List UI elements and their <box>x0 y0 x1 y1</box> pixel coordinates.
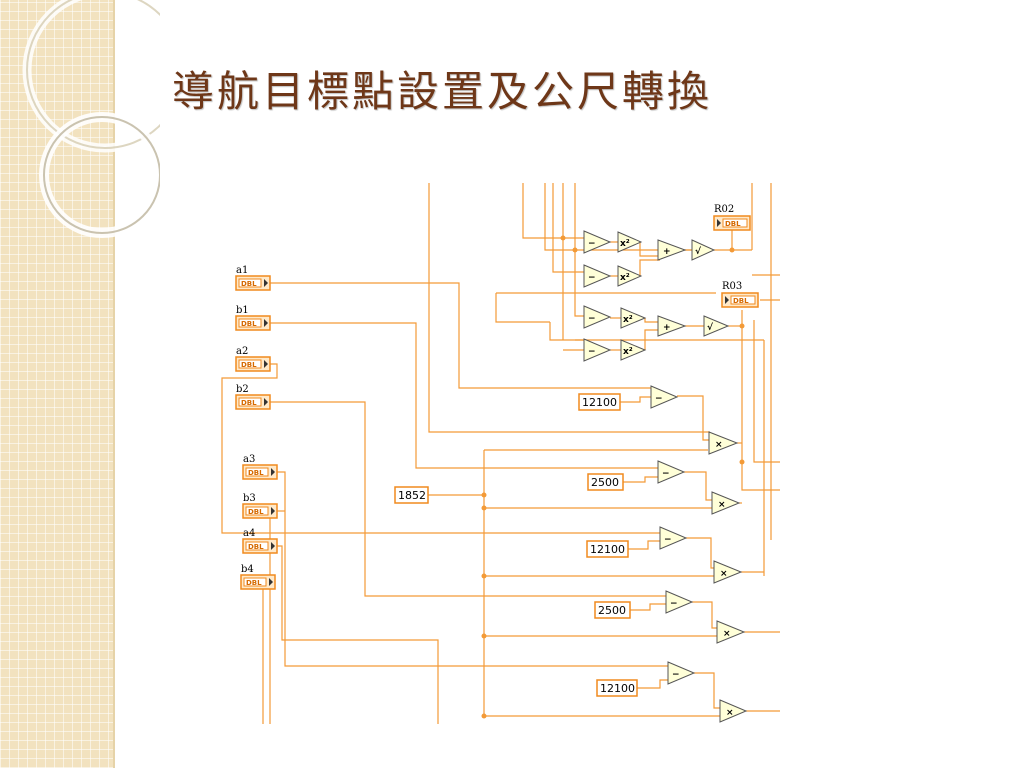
svg-text:1852: 1852 <box>398 489 426 502</box>
indicator-label: R03 <box>722 281 742 292</box>
control-label: b3 <box>243 493 256 504</box>
control-label: a1 <box>236 265 248 276</box>
control-a4[interactable]: a4 DBL <box>242 528 278 554</box>
control-type: DBL <box>248 543 264 551</box>
indicator-r03[interactable]: R03 DBL <box>721 281 759 308</box>
constant-12100-c[interactable]: 12100 <box>596 679 638 697</box>
control-label: b2 <box>236 384 249 395</box>
control-b2[interactable]: b2 DBL <box>235 384 271 410</box>
svg-text:×: × <box>720 569 728 579</box>
indicator-r02[interactable]: R02 DBL <box>713 204 751 231</box>
svg-text:2500: 2500 <box>598 604 626 617</box>
slide-title: 導航目標點設置及公尺轉換 <box>172 67 713 116</box>
decorative-rings <box>22 0 160 238</box>
control-type: DBL <box>241 361 257 369</box>
constant-2500-a[interactable]: 2500 <box>587 473 624 491</box>
svg-text:−: − <box>655 394 663 404</box>
multiply-node[interactable]: × <box>713 560 743 584</box>
svg-text:x²: x² <box>620 239 630 249</box>
indicator-label: R02 <box>714 204 734 215</box>
square-node[interactable]: x² <box>620 307 647 329</box>
multiply-node[interactable]: × <box>708 431 739 455</box>
svg-text:√: √ <box>695 246 702 257</box>
control-type: DBL <box>241 320 257 328</box>
svg-text:−: − <box>672 670 680 680</box>
subtract-node[interactable]: − <box>583 230 612 254</box>
indicator-type: DBL <box>733 297 749 305</box>
subtract-node[interactable]: − <box>583 338 612 362</box>
square-node[interactable]: x² <box>617 231 643 253</box>
svg-text:x²: x² <box>623 315 633 325</box>
subtract-node[interactable]: − <box>583 305 612 329</box>
control-label: a4 <box>243 528 255 539</box>
subtract-node[interactable]: − <box>667 661 696 685</box>
control-label: a2 <box>236 346 248 357</box>
subtract-node[interactable]: − <box>657 460 686 484</box>
control-b1[interactable]: b1 DBL <box>235 305 271 331</box>
svg-text:√: √ <box>707 322 714 333</box>
control-type: DBL <box>241 280 257 288</box>
control-b4[interactable]: b4 DBL <box>240 564 276 590</box>
control-b3[interactable]: b3 DBL <box>242 493 278 519</box>
control-type: DBL <box>248 508 264 516</box>
subtract-node[interactable]: − <box>583 264 612 288</box>
subtract-node[interactable]: − <box>659 526 688 550</box>
constant-2500-b[interactable]: 2500 <box>594 601 631 619</box>
constant-1852[interactable]: 1852 <box>394 486 429 504</box>
svg-text:−: − <box>662 469 670 479</box>
svg-text:−: − <box>588 239 596 249</box>
constant-12100-a[interactable]: 12100 <box>578 393 621 411</box>
multiply-node[interactable]: × <box>716 620 746 644</box>
svg-text:−: − <box>588 273 596 283</box>
svg-text:×: × <box>718 500 726 510</box>
control-a2[interactable]: a2 DBL <box>235 346 271 372</box>
svg-text:×: × <box>726 708 734 718</box>
control-type: DBL <box>248 469 264 477</box>
control-label: a3 <box>243 454 255 465</box>
svg-text:×: × <box>723 629 731 639</box>
svg-text:12100: 12100 <box>600 682 635 695</box>
subtract-node[interactable]: − <box>650 385 679 409</box>
multiply-node[interactable]: × <box>711 491 741 515</box>
svg-text:x²: x² <box>623 347 633 357</box>
add-node[interactable]: + <box>657 315 687 337</box>
control-a1[interactable]: a1 DBL <box>235 265 271 291</box>
svg-text:+: + <box>663 323 671 333</box>
sqrt-node[interactable]: √ <box>691 239 716 261</box>
wires <box>221 183 780 724</box>
add-node[interactable]: + <box>657 239 687 261</box>
svg-text:−: − <box>588 314 596 324</box>
svg-text:×: × <box>715 440 723 450</box>
control-a3[interactable]: a3 DBL <box>242 454 278 480</box>
constant-12100-b[interactable]: 12100 <box>586 540 629 558</box>
sqrt-node[interactable]: √ <box>703 315 730 337</box>
indicator-type: DBL <box>725 220 741 228</box>
control-type: DBL <box>241 399 257 407</box>
subtract-node[interactable]: − <box>665 590 694 614</box>
svg-text:+: + <box>663 247 671 257</box>
svg-text:−: − <box>664 535 672 545</box>
svg-text:−: − <box>670 599 678 609</box>
svg-text:2500: 2500 <box>591 476 619 489</box>
square-node[interactable]: x² <box>617 265 643 287</box>
svg-text:12100: 12100 <box>582 396 617 409</box>
wire-junctions <box>481 235 745 719</box>
control-type: DBL <box>246 579 262 587</box>
svg-text:12100: 12100 <box>590 543 625 556</box>
multiply-node[interactable]: × <box>719 699 748 723</box>
control-label: b4 <box>241 564 254 575</box>
svg-text:x²: x² <box>620 273 630 283</box>
svg-text:−: − <box>588 347 596 357</box>
control-label: b1 <box>236 305 249 316</box>
square-node[interactable]: x² <box>620 339 647 361</box>
